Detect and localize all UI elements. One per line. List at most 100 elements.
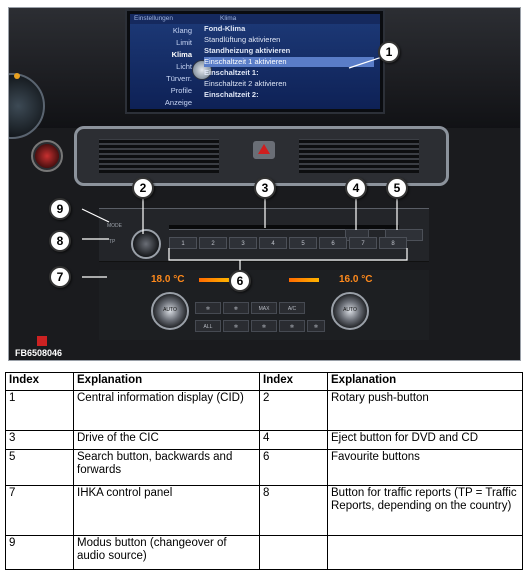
table-row: 5 Search button, backwards and forwards … [5,449,523,486]
climate-button: ALL [195,320,221,332]
favourite-button: 5 [289,237,317,249]
cid-right-menu: Fond-Klima Standlüftung aktivieren Stand… [204,24,376,106]
knob-label: AUTO [163,307,177,313]
cid-row-highlighted: Einschaltzeit 1 aktivieren [204,57,374,67]
left-air-vent [99,139,219,173]
favourite-button: 1 [169,237,197,249]
cid-menu-item: Profile [170,86,192,95]
cid-menu-item-active: Klima [171,50,192,59]
table-row: 3 Drive of the CIC 4 Eject button for DV… [5,430,523,450]
cid-menu-item: Türverr. [166,74,192,83]
cid-row: Einschaltzeit 1: [204,68,259,77]
cid-menu-item: Licht [176,62,192,71]
climate-button: ✲ [279,320,305,332]
start-stop-button [31,140,63,172]
favourite-button: 6 [319,237,347,249]
table-cell: Eject button for DVD and CD [327,430,523,450]
leader-line [81,208,110,223]
table-row: 9 Modus button (changeover of audio sour… [5,535,523,570]
callout-leader-lines [81,51,408,278]
favourite-button: 2 [199,237,227,249]
table-cell: Central information display (CID) [73,390,260,431]
table-cell [327,535,523,570]
right-temp-knob: AUTO [331,292,369,330]
table-cell: 6 [259,449,328,486]
cid-left-menu: Klang Limit Klima Licht Türverr. Profile… [130,24,198,107]
cid-row: Fond-Klima [204,24,246,33]
table-cell: IHKA control panel [73,485,260,536]
favourite-button: 4 [259,237,287,249]
cid-menu-item: Anzeige [164,98,192,107]
cid-menu-item: Klang [172,26,192,35]
favourite-buttons: 1 2 3 4 5 6 7 8 [169,237,419,251]
table-cell: Button for traffic reports (TP = Traffic… [327,485,523,536]
callout-7: 7 [49,266,71,288]
cid-row: Standlüftung aktivieren [204,35,281,44]
dashboard-photo: Einstellungen Klima Klang Limit Klima Li… [8,7,521,361]
gauge-indicator [14,73,20,79]
knob-label: AUTO [343,307,357,313]
table-cell [259,535,328,570]
table-cell: 9 [5,535,74,570]
table-cell: 8 [259,485,328,536]
hazard-button [253,141,275,159]
favourite-button: 8 [379,237,407,249]
favourite-button: 7 [349,237,377,249]
climate-button: ✲ [195,302,221,314]
mode-label: MODE [107,223,122,229]
table-cell: 3 [5,430,74,450]
ihka-control-panel: 18.0 °C 16.0 °C AUTO AUTO ✲ ❄ MAX A/C AL… [99,270,429,340]
table-header-row: Index Explanation Index Explanation [5,372,523,391]
table-row: 7 IHKA control panel 8 Button for traffi… [5,485,523,536]
callout-5: 5 [386,177,408,199]
hazard-triangle-icon [258,144,270,154]
callout-4: 4 [345,177,367,199]
favourite-button: 3 [229,237,257,249]
table-cell: 5 [5,449,74,486]
table-cell: Rotary push-button [327,390,523,431]
tp-label: TP [109,239,116,245]
table-row: 1 Central information display (CID) 2 Ro… [5,390,523,431]
climate-button: ✲ [307,320,325,332]
figure-code: FB6508046 [15,348,63,358]
cid-row: Einschaltzeit 2: [204,90,259,99]
cid-header: Einstellungen Klima [130,14,380,24]
callout-1: 1 [378,41,400,63]
right-air-vent [299,139,419,173]
callout-8: 8 [49,230,71,252]
callout-6: 6 [229,270,251,292]
left-temp-knob: AUTO [151,292,189,330]
temp-right-bar [289,278,319,282]
climate-button: ❄ [223,302,249,314]
callout-3: 3 [254,177,276,199]
table-cell: Modus button (changeover of audio source… [73,535,260,570]
temp-left: 18.0 °C [151,274,185,285]
index-explanation-table: Index Explanation Index Explanation 1 Ce… [5,372,523,570]
header-explanation: Explanation [73,372,260,391]
rotary-push-button [131,229,161,259]
cid-menu-item: Limit [176,38,192,47]
temp-left-bar [199,278,229,282]
table-cell: Search button, backwards and forwards [73,449,260,486]
indicator-light [37,336,47,346]
table-cell: 4 [259,430,328,450]
table-cell: 1 [5,390,74,431]
table-cell: 2 [259,390,328,431]
table-cell: Favourite buttons [327,449,523,486]
cid-header-mid: Klima [220,15,237,22]
climate-button: ✲ [251,320,277,332]
callout-9: 9 [49,198,71,220]
favourite-bracket [168,248,408,261]
audio-unit: MODE TP 1 2 3 4 5 6 7 8 [99,208,429,262]
climate-button: A/C [279,302,305,314]
climate-button: MAX [251,302,277,314]
callout-2: 2 [132,177,154,199]
header-explanation: Explanation [327,372,523,391]
table-cell: 7 [5,485,74,536]
temp-right: 16.0 °C [339,274,373,285]
table-cell: Drive of the CIC [73,430,260,450]
central-information-display: Einstellungen Klima Klang Limit Klima Li… [127,11,383,112]
cid-row: Einschaltzeit 2 aktivieren [204,79,287,88]
cid-row: Standheizung aktivieren [204,46,291,55]
cid-header-left: Einstellungen [134,15,174,22]
